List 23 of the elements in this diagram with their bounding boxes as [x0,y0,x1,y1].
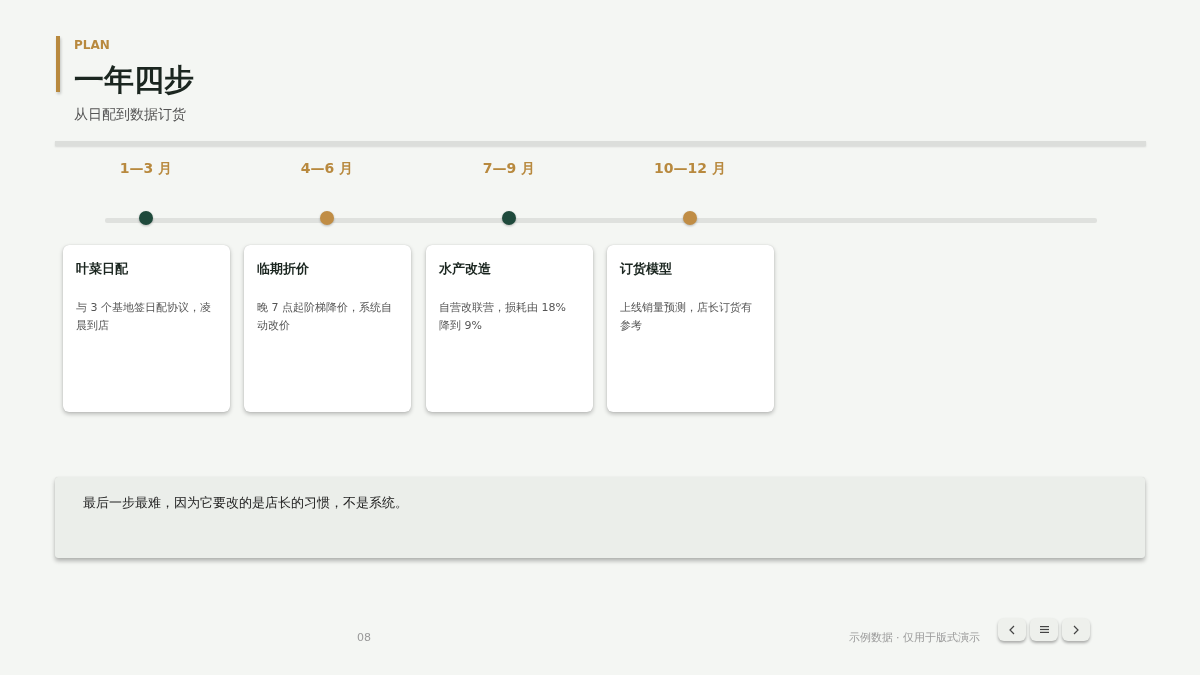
footer-note: 示例数据 · 仅用于版式演示 [848,630,980,646]
card-text: 上线销量预测，店长订货有参考 [620,300,753,334]
card-heading: 订货模型 [620,260,672,278]
date-label: 4—6 月 [300,159,354,177]
date-label: 1—3 月 [119,159,173,177]
step-card [607,245,774,412]
step-card [426,245,593,412]
note-panel [55,477,1145,558]
card-heading: 叶菜日配 [76,260,128,278]
title: 一年四步 [74,61,194,99]
eyebrow-label: PLAN [74,37,110,54]
card-heading: 水产改造 [439,260,491,278]
date-label: 7—9 月 [482,159,536,177]
card-heading: 临期折价 [257,260,309,278]
step-card [244,245,411,412]
card-text: 晚 7 点起阶梯降价，系统自动改价 [257,300,393,334]
subtitle: 从日配到数据订货 [74,105,186,123]
note-text: 最后一步最难，因为它要改的是店长的习惯，不是系统。 [83,494,408,512]
page-number: 08 [357,630,371,646]
card-text: 自营改联营，损耗由 18% 降到 9% [439,300,567,334]
date-label: 10—12 月 [654,159,726,177]
card-text: 与 3 个基地签日配协议，凌晨到店 [76,300,212,334]
step-card [63,245,230,412]
